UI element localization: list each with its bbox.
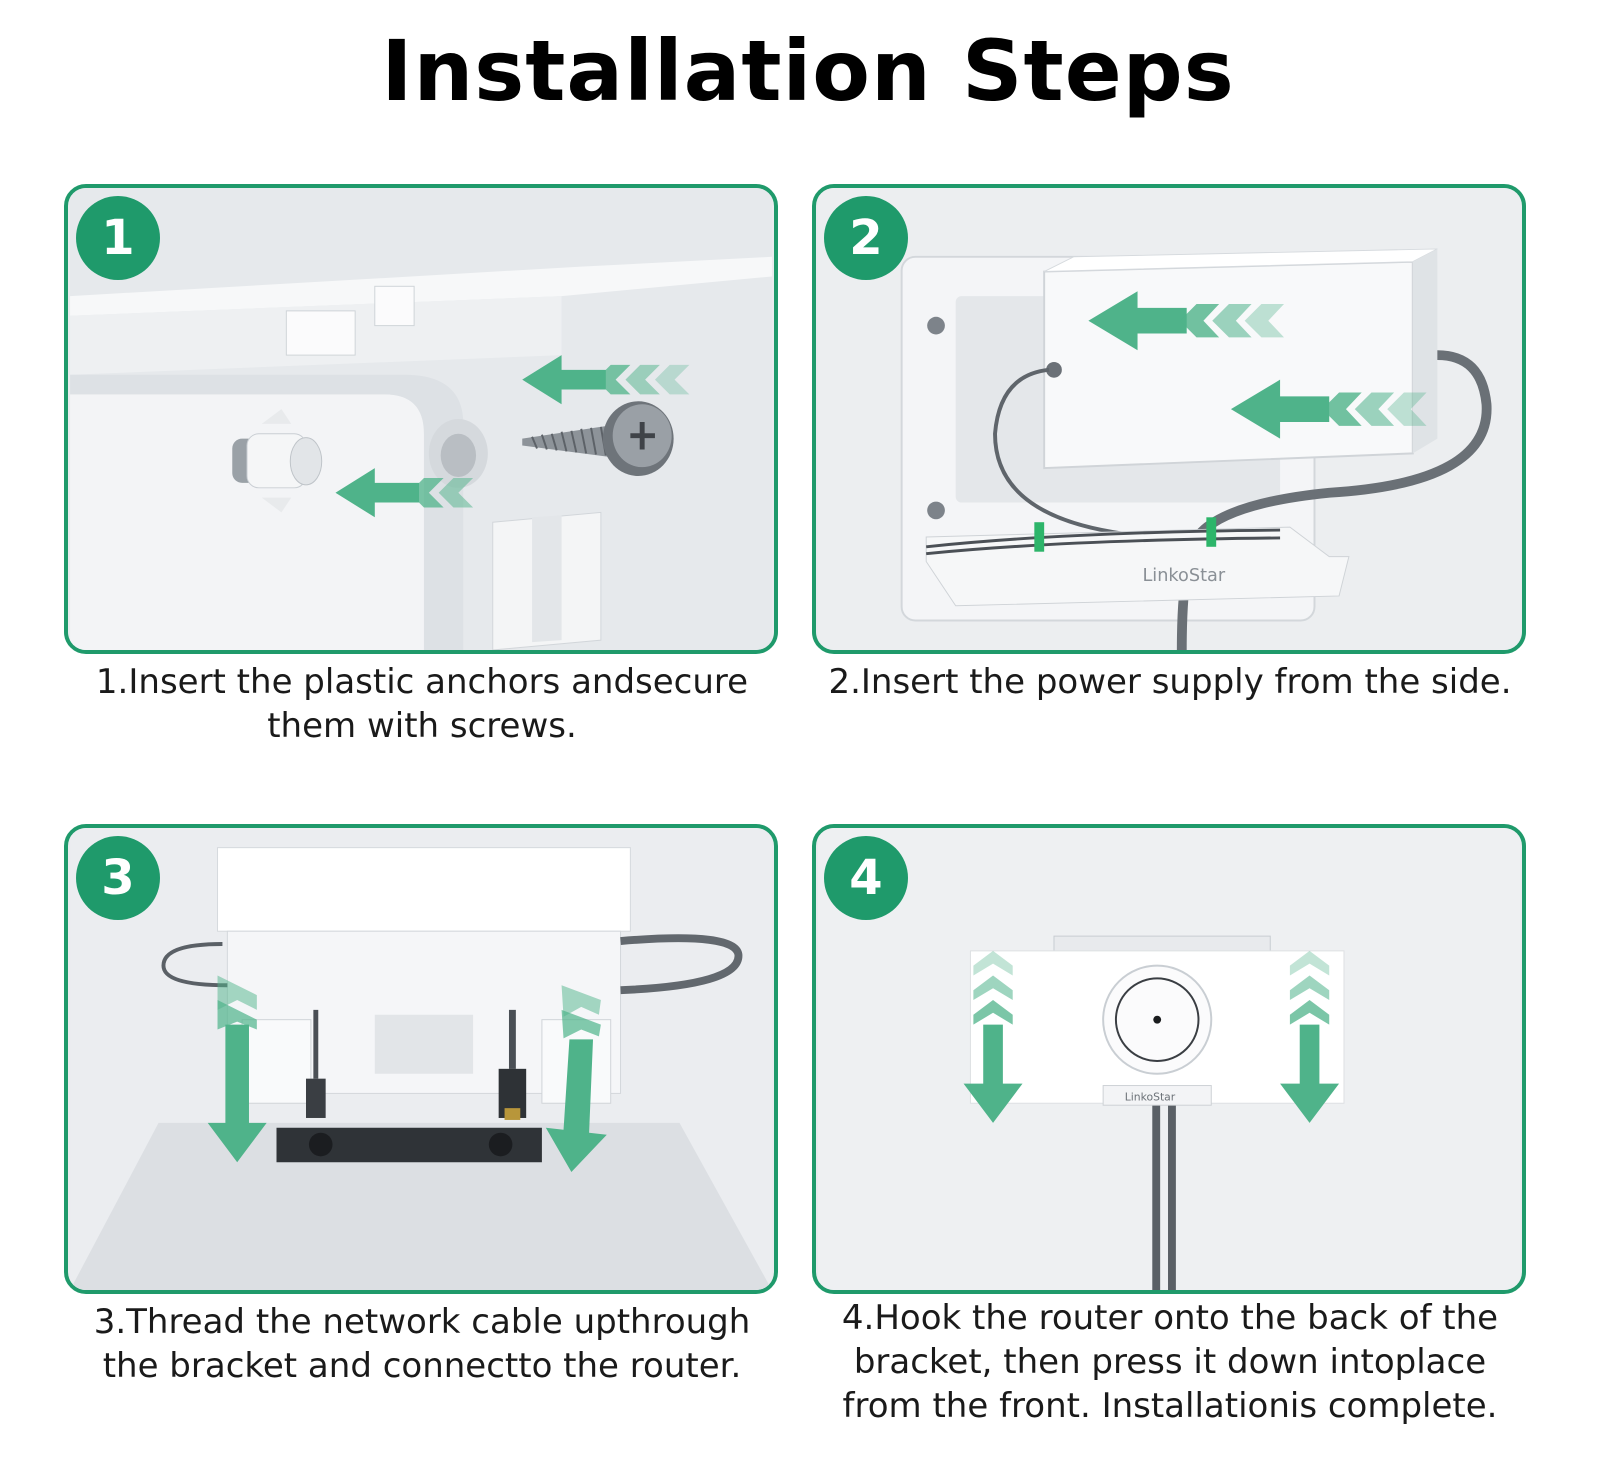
step-1-caption: 1.Insert the plastic anchors andsecure t… [52, 660, 792, 748]
step-4-panel: LinkoStar 4 [812, 824, 1526, 1294]
step-2-illustration: LinkoStar [818, 188, 1520, 650]
step-1-badge: 1 [76, 196, 160, 280]
caption-line: the bracket and connectto the router. [102, 1346, 742, 1386]
down-arrow-icon [545, 985, 607, 1173]
step-3-illustration [70, 828, 772, 1290]
wall-anchor-icon [232, 409, 323, 513]
step-3-panel: 3 [64, 824, 778, 1294]
brand-logo-text: LinkoStar [1125, 1090, 1176, 1103]
step-4-illustration: LinkoStar [818, 828, 1520, 1290]
step-3-caption: 3.Thread the network cable upthrough the… [52, 1300, 792, 1388]
step-4-caption: 4.Hook the router onto the back of the b… [800, 1296, 1540, 1428]
screw-icon [522, 401, 674, 477]
left-arrow-icon [1088, 291, 1285, 351]
brand-logo-text: LinkoStar [1142, 566, 1225, 586]
power-supply-icon [1043, 248, 1438, 470]
caption-line: from the front. Installationis complete. [842, 1386, 1498, 1426]
router-icon: LinkoStar [969, 950, 1345, 1106]
step-1-illustration [70, 188, 772, 650]
page-title: Installation Steps [381, 22, 1235, 120]
left-arrow-icon [335, 468, 474, 518]
down-arrow-icon [207, 975, 267, 1163]
network-cable-icon [305, 1009, 527, 1120]
down-arrow-icon [963, 950, 1023, 1123]
screw-hole-icon [428, 419, 488, 488]
step-4-badge: 4 [824, 836, 908, 920]
step-2-caption: 2.Insert the power supply from the side. [800, 660, 1540, 704]
caption-line: 1.Insert the plastic anchors andsecure [95, 662, 749, 702]
caption-line: 2.Insert the power supply from the side. [828, 662, 1512, 702]
step-1-panel: 1 [64, 184, 778, 654]
caption-line: bracket, then press it down intoplace [853, 1342, 1487, 1382]
caption-line: 3.Thread the network cable upthrough [93, 1302, 751, 1342]
caption-line: 4.Hook the router onto the back of the [841, 1298, 1499, 1338]
left-arrow-icon [1230, 379, 1427, 439]
step-2-panel: LinkoStar 2 [812, 184, 1526, 654]
down-arrow-icon [1280, 950, 1340, 1123]
step-3-badge: 3 [76, 836, 160, 920]
caption-line: them with screws. [267, 706, 577, 746]
step-2-badge: 2 [824, 196, 908, 280]
left-arrow-icon [522, 355, 690, 405]
